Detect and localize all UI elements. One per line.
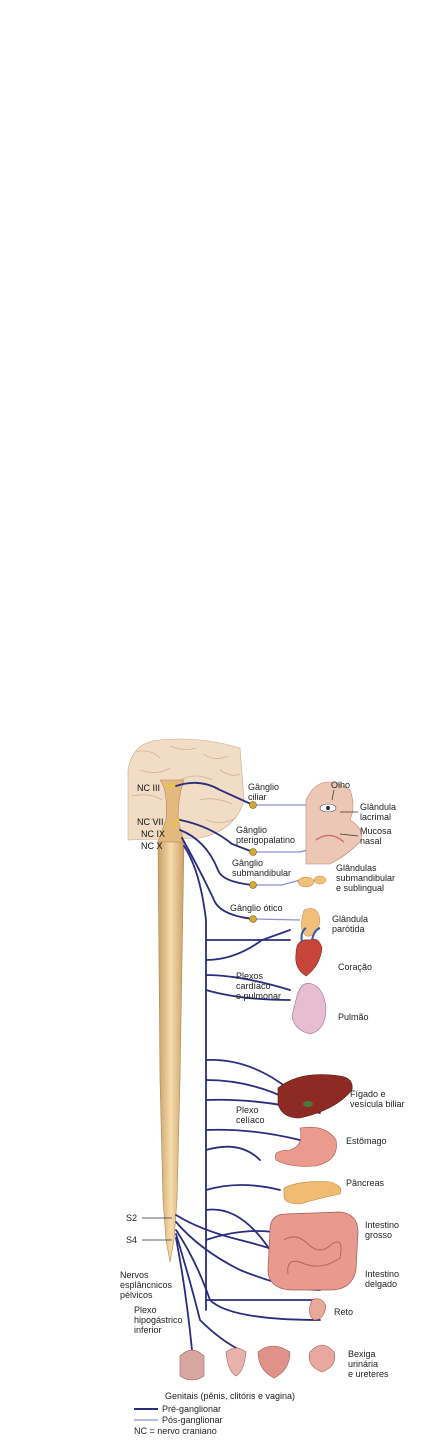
s2-label: S2: [126, 1213, 137, 1223]
intestines-image: [267, 1211, 359, 1291]
legend: Pré-ganglionar Pós-ganglionar NC = nervo…: [134, 1404, 223, 1436]
eye-label: Olho: [331, 780, 350, 790]
stomach-image: [275, 1126, 337, 1167]
otic-ganglion: [249, 915, 257, 923]
parotid-gland-image: [301, 908, 321, 937]
bladder-image: [308, 1344, 336, 1373]
rectum-label: Reto: [334, 1307, 353, 1317]
genitals-label: Genitais (pênis, clitóris e vagina): [165, 1391, 295, 1401]
otic-ganglion-label: Gânglio ótico: [230, 903, 283, 913]
legend-nc-note: NC = nervo craniano: [134, 1426, 217, 1436]
face-image: [305, 781, 362, 865]
nc-iii-label: NC III: [137, 783, 160, 793]
leader-lines: [142, 789, 359, 1241]
nc-vii-label: NC VII: [137, 817, 164, 827]
submandibular-gland-image: [297, 875, 327, 888]
nc-ix-label: NC IX: [141, 829, 165, 839]
spinal-cord: [157, 841, 185, 1263]
pancreas-label: Pâncreas: [346, 1178, 385, 1188]
lung-label: Pulmão: [338, 1012, 369, 1022]
nc-x-label: NC X: [141, 841, 163, 851]
heart-image: [295, 927, 323, 977]
submandibular-ganglion: [249, 881, 257, 889]
pterygopalatine-ganglion: [249, 848, 257, 856]
ganglia: [249, 801, 257, 923]
ciliary-ganglion: [249, 801, 257, 809]
s4-label: S4: [126, 1235, 137, 1245]
rectum-image: [309, 1298, 327, 1321]
lung-image: [291, 983, 327, 1035]
brain-image: [127, 738, 245, 843]
pancreas-image: [283, 1181, 342, 1205]
liver-image: [277, 1074, 353, 1119]
heart-label: Coração: [338, 962, 372, 972]
cranial-nerve-labels: NC III NC VII NC IX NC X: [137, 783, 181, 851]
stomach-label: Estômago: [346, 1136, 387, 1146]
genitals-image: [179, 1345, 291, 1381]
legend-post-label: Pós-ganglionar: [162, 1415, 223, 1425]
legend-pre-label: Pré-ganglionar: [162, 1404, 221, 1414]
